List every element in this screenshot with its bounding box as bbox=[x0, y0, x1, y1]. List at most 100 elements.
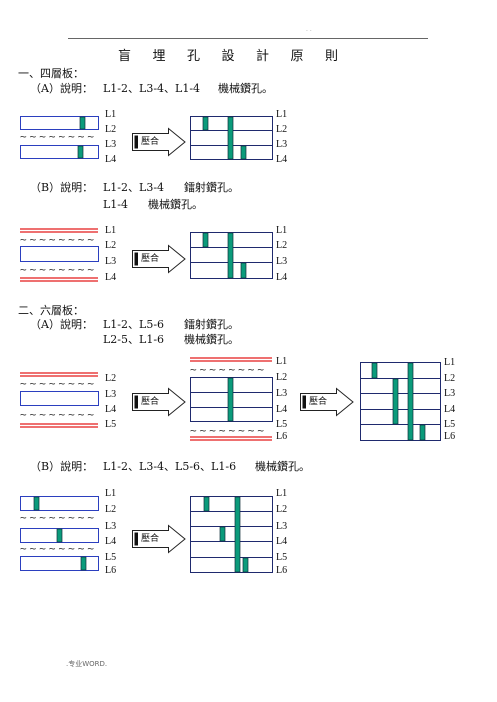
arrow-shape bbox=[132, 244, 186, 274]
via-layers: L1-2、L3-4 bbox=[103, 181, 165, 194]
layer-label: L1 bbox=[105, 225, 117, 236]
layer-label: L3 bbox=[105, 256, 117, 267]
layer-label: L2 bbox=[105, 124, 117, 135]
page-title: 盲埋孔設計原則 bbox=[118, 49, 360, 64]
arrow-bar bbox=[302, 395, 306, 409]
via-l1-l6 bbox=[407, 362, 414, 441]
layer-label: L2 bbox=[105, 504, 117, 515]
layer-label: L4 bbox=[105, 536, 117, 547]
laminated-stack bbox=[190, 496, 273, 573]
diagram-four-layer-b bbox=[20, 228, 273, 282]
prepreg-mark: ~~~~~~~~ bbox=[20, 233, 97, 246]
press-label: 壓合 bbox=[141, 534, 160, 544]
layer-label: L4 bbox=[444, 404, 456, 415]
layer-label: L4 bbox=[276, 404, 288, 415]
layer-label: L2 bbox=[276, 124, 288, 135]
via-l1-l4 bbox=[227, 116, 234, 160]
layer-label: L3 bbox=[276, 388, 288, 399]
layer-label: L5 bbox=[276, 552, 288, 563]
layer-label: L2 bbox=[276, 240, 288, 251]
via-l1-l2 bbox=[202, 116, 209, 131]
case-label: （B）說明： bbox=[30, 460, 94, 473]
laser-via-l1-l2 bbox=[371, 362, 378, 379]
diagram-six-layer-a bbox=[20, 357, 441, 441]
section-heading-six-layer: 二、六層板： bbox=[18, 304, 84, 317]
via-layers: L1-2、L3-4、L1-4 bbox=[103, 82, 201, 95]
via-layers: L2-5、L1-6 bbox=[103, 333, 165, 346]
via-l1-l2 bbox=[79, 116, 86, 130]
layer-label: L1 bbox=[276, 225, 288, 236]
layer-label: L3 bbox=[444, 388, 456, 399]
prepreg-mark: ~~~~~~~~ bbox=[20, 542, 97, 555]
prepreg-mark: ~~~~~~~~ bbox=[20, 408, 97, 421]
via-layers: L1-2、L3-4、L5-6、L1-6 bbox=[103, 460, 237, 473]
layer-label: L1 bbox=[276, 109, 288, 120]
via-l1-l6 bbox=[234, 496, 241, 573]
layer-label: L1 bbox=[105, 109, 117, 120]
press-label: 壓合 bbox=[309, 397, 328, 407]
layer-label: L4 bbox=[105, 272, 117, 283]
layer-label: L5 bbox=[444, 419, 456, 430]
header-marks: . . bbox=[306, 26, 312, 33]
layer-label: L2 bbox=[276, 372, 288, 383]
press-label: 壓合 bbox=[141, 254, 160, 264]
arrow-shape bbox=[132, 524, 186, 554]
layer-label: L3 bbox=[105, 389, 117, 400]
via-layers: L1-2、L5-6 bbox=[103, 318, 165, 331]
core-l1-l2 bbox=[20, 496, 99, 511]
layer-label: L4 bbox=[105, 404, 117, 415]
core-l2-l3 bbox=[20, 246, 99, 262]
case-label: （A）說明： bbox=[30, 318, 93, 331]
layer-label: L5 bbox=[105, 419, 117, 430]
drill-method: 機械鑽孔。 bbox=[255, 460, 310, 473]
core-l3-l4 bbox=[20, 391, 99, 406]
press-arrow bbox=[132, 127, 186, 157]
layer-label: L4 bbox=[276, 154, 288, 165]
via-l1-l2 bbox=[203, 496, 210, 512]
case-label: （B）說明： bbox=[30, 181, 94, 194]
via-l5-l6 bbox=[80, 556, 87, 571]
footer-note: .专业WORD. bbox=[66, 660, 108, 668]
drill-method: 機械鑽孔。 bbox=[218, 82, 273, 95]
layer-label: L2 bbox=[276, 504, 288, 515]
press-label: 壓合 bbox=[141, 397, 160, 407]
layer-label: L3 bbox=[276, 521, 288, 532]
layer-label: L3 bbox=[105, 139, 117, 150]
layer-label: L2 bbox=[105, 373, 117, 384]
section-heading-four-layer: 一、四層板： bbox=[18, 67, 84, 80]
press-arrow bbox=[300, 387, 354, 417]
via-l2-l5 bbox=[227, 377, 234, 422]
layer-label: L2 bbox=[105, 240, 117, 251]
arrow-bar bbox=[134, 532, 138, 546]
laser-via-l3-l4 bbox=[240, 262, 247, 279]
core-l3-l4 bbox=[20, 145, 99, 159]
core-l1-l2 bbox=[20, 116, 99, 130]
via-l3-l4 bbox=[77, 145, 84, 159]
diagram-six-layer-b bbox=[20, 496, 273, 573]
drill-method: 鐳射鑽孔。 bbox=[184, 181, 239, 194]
layer-label: L4 bbox=[276, 536, 288, 547]
layer-label: L1 bbox=[276, 488, 288, 499]
arrow-bar bbox=[134, 252, 138, 266]
case-label: （A）說明： bbox=[30, 82, 93, 95]
layer-label: L3 bbox=[105, 521, 117, 532]
prepreg-mark: ~~~~~~~~ bbox=[190, 424, 267, 437]
press-arrow bbox=[132, 244, 186, 274]
arrow-shape bbox=[300, 387, 354, 417]
layer-label: L6 bbox=[444, 431, 456, 442]
arrow-bar bbox=[134, 135, 138, 149]
layer-label: L1 bbox=[276, 356, 288, 367]
arrow-bar bbox=[134, 395, 138, 409]
press-label: 壓合 bbox=[141, 137, 160, 147]
layer-label: L3 bbox=[276, 139, 288, 150]
layer-label: L5 bbox=[276, 419, 288, 430]
laser-via-l5-l6 bbox=[419, 424, 426, 441]
drill-method: 機械鑽孔。 bbox=[148, 198, 203, 211]
prepreg-mark: ~~~~~~~~ bbox=[190, 363, 267, 376]
arrow-shape bbox=[132, 387, 186, 417]
layer-label: L6 bbox=[276, 431, 288, 442]
diagram-four-layer-a bbox=[20, 116, 273, 160]
layer-label: L4 bbox=[105, 154, 117, 165]
layer-label: L2 bbox=[444, 373, 456, 384]
